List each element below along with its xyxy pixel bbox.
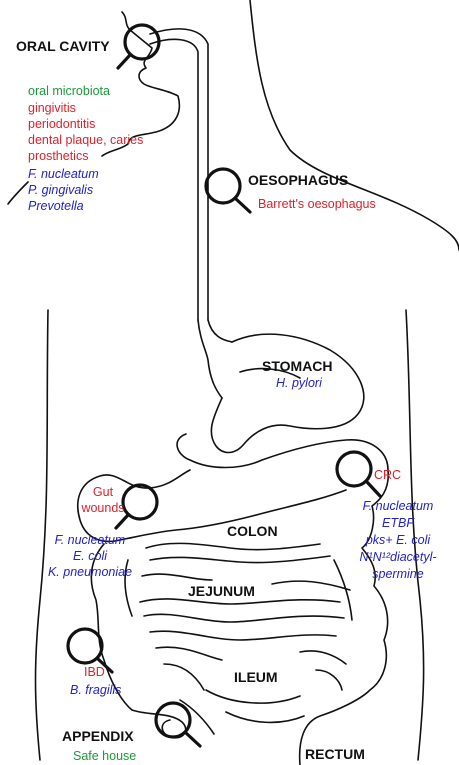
magnifier-icon [206,169,250,212]
barretts-label: Barrett's oesophagus [258,196,376,213]
oesophagus-title: OESOPHAGUS [248,172,348,189]
crc-label: CRC [374,467,401,484]
stomach-outline [211,334,363,452]
oral-cavity-title: ORAL CAVITY [16,38,110,55]
oral-microbiota-label: oral microbiota [28,83,110,100]
oral-condition-label: gingivitis [28,100,76,117]
magnifier-icon [118,25,159,68]
gut-wounds-bacteria-label: F. nucleatum [30,532,150,549]
oesophagus-tube [150,29,208,320]
neck-left [8,182,28,204]
appendix-title: APPENDIX [62,728,134,745]
appendix-outline [132,710,186,738]
jejunum-title: JEJUNUM [188,583,255,600]
crc-bacteria-label: pks+ E. coli [338,532,458,549]
crc-bacteria-label: N¹N¹²diacetyl- [338,549,458,566]
oral-bacteria-label: F. nucleatum [28,166,99,183]
crc-bacteria-label: ETBF [338,515,458,532]
oral-bacteria-label: Prevotella [28,198,84,215]
b-fragilis-label: B. fragilis [70,682,121,699]
crc-bacteria-label: F. nucleatum [338,498,458,515]
gut-wounds-label: Gut [78,484,128,501]
stomach-title: STOMACH [262,358,333,375]
ileum-title: ILEUM [234,669,278,686]
gut-wounds-bacteria-label: K. pneumoniae [30,564,150,581]
gut-wounds-bacteria-label: E. coli [30,548,150,565]
ibd-label: IBD [84,664,105,681]
crc-bacteria-label: spermine [338,566,458,583]
crc-bacteria-list: F. nucleatum ETBF pks+ E. coli N¹N¹²diac… [338,498,458,583]
oral-condition-label: prosthetics [28,148,88,165]
small-intestine-loops [125,543,352,734]
safe-house-label: Safe house [73,748,136,765]
rectum-title: RECTUM [305,746,365,763]
oral-condition-label: periodontitis [28,116,95,133]
gut-wounds-label: wounds [78,500,128,517]
oral-bacteria-label: P. gingivalis [28,182,93,199]
colon-title: COLON [227,523,278,540]
oral-condition-label: dental plaque, caries [28,132,143,149]
h-pylori-label: H. pylori [276,375,322,392]
